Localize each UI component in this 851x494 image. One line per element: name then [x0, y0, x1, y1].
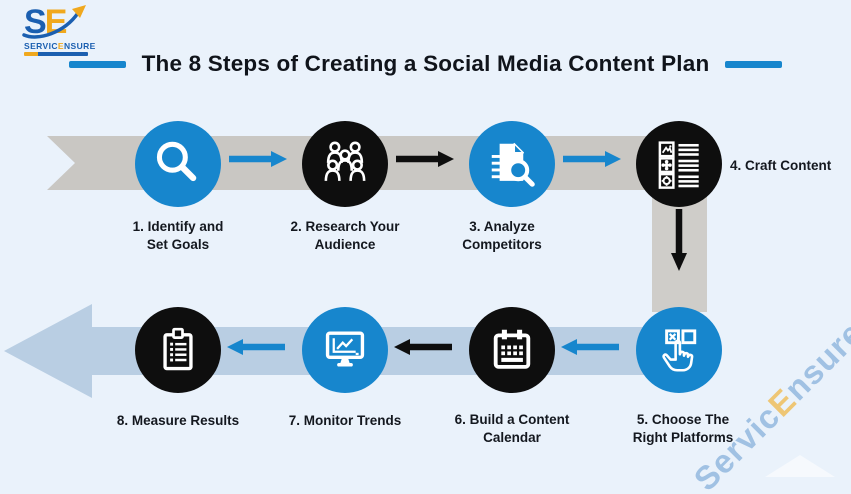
step7-label: 7. Monitor Trends [265, 412, 425, 430]
bottom-band-arrowhead [4, 304, 92, 398]
logo-tagline-bar [24, 52, 88, 56]
logo-letter-e: E [44, 3, 68, 41]
logo-letter-s: S [24, 3, 47, 41]
step8-label: 8. Measure Results [98, 412, 258, 430]
wordmark-accent: E [57, 41, 64, 51]
arrow-step1-to-step2 [227, 150, 287, 173]
arrow-step4-to-step5 [671, 207, 687, 278]
step5-label-line1: 5. Choose The [636, 412, 730, 427]
document-search-icon [491, 142, 535, 187]
step3-circle [469, 121, 555, 207]
step2-label-line1: 2. Research Your [290, 219, 400, 234]
title-left-dash [68, 60, 126, 68]
arrow-step3-to-step4 [561, 150, 621, 173]
calendar-icon [493, 329, 531, 369]
click-checkbox-icon [662, 329, 697, 372]
step6-label-line1: 6. Build a Content [454, 412, 570, 427]
logo-wordmark: SERVICENSURE [24, 41, 104, 51]
logo-monogram: SE [22, 3, 104, 41]
step7-circle [302, 307, 388, 393]
step2-circle [302, 121, 388, 207]
step1-label-line2: Set Goals [146, 236, 210, 252]
arrow-step2-to-step3 [394, 150, 454, 173]
step8-circle [135, 307, 221, 393]
page-title: The 8 Steps of Creating a Social Media C… [141, 51, 710, 76]
step5-label-line2: Right Platforms [632, 429, 734, 445]
step3-label-line2: Competitors [462, 236, 542, 252]
step4-label: 4. Craft Content [730, 157, 850, 175]
arrow-step6-to-step7 [394, 338, 454, 361]
step4-circle [636, 121, 722, 207]
step4-label-line1: 4. Craft Content [730, 158, 832, 173]
step3-label-line1: 3. Analyze [469, 219, 535, 234]
company-logo: SE SERVICENSURE [22, 3, 104, 56]
step2-label: 2. Research Your Audience [265, 218, 425, 254]
step1-label: 1. Identify and Set Goals [98, 218, 258, 254]
step6-label-line2: Calendar [483, 429, 541, 445]
content-list-icon [658, 141, 699, 189]
monitor-chart-icon [325, 331, 365, 367]
step8-label-line1: 8. Measure Results [116, 413, 240, 428]
title-row: The 8 Steps of Creating a Social Media C… [0, 51, 851, 77]
audience-icon [324, 141, 366, 181]
clipboard-icon [163, 327, 193, 371]
step6-label: 6. Build a Content Calendar [432, 411, 592, 447]
decor-triangle [765, 455, 835, 477]
wordmark-post: NSURE [63, 41, 96, 51]
wordmark-pre: SERVIC [24, 41, 58, 51]
step5-circle [636, 307, 722, 393]
title-right-dash [725, 60, 783, 68]
step3-label: 3. Analyze Competitors [422, 218, 582, 254]
step1-label-line1: 1. Identify and [132, 219, 224, 234]
watermark-post: nsure [777, 313, 851, 408]
step5-label: 5. Choose The Right Platforms [603, 411, 763, 447]
magnifier-icon [156, 141, 197, 182]
arrow-step5-to-step6 [561, 338, 621, 361]
step1-circle [135, 121, 221, 207]
arrow-step7-to-step8 [227, 338, 287, 361]
step2-label-line2: Audience [314, 236, 376, 252]
step6-circle [469, 307, 555, 393]
step7-label-line1: 7. Monitor Trends [288, 413, 402, 428]
